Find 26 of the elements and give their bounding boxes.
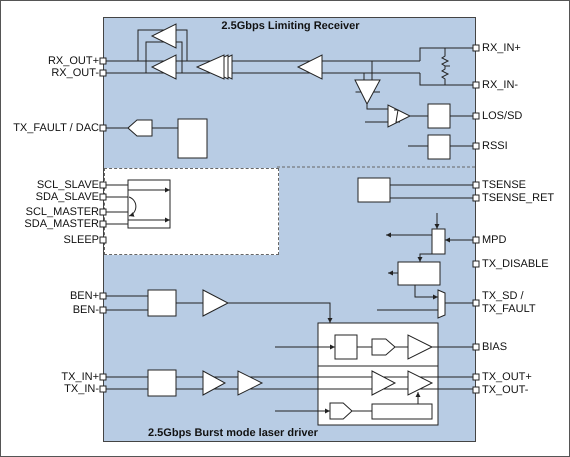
pin-label: MPD: [482, 234, 506, 246]
pin-label: TX_SD / TX_FAULT: [482, 290, 537, 316]
pin-label: SCL_SLAVE: [36, 178, 99, 192]
pin-label: BEN+: [70, 290, 99, 302]
pin-label: SDA_MASTER: [24, 218, 99, 230]
pin-label: TSENSE: [482, 178, 526, 192]
section-title: 2.5Gbps Burst mode laser driver: [148, 427, 318, 439]
pin-label: SCL_MASTER: [26, 206, 99, 218]
section-title: 2.5Gbps Limiting Receiver: [221, 20, 360, 32]
pin-label: RX_OUT+: [48, 54, 99, 68]
pin-label: TX_IN-: [64, 382, 99, 396]
pin-label: RX_IN+: [482, 42, 521, 54]
pin-label: SLEEP: [64, 234, 99, 246]
pin-label: SDA_SLAVE: [36, 190, 99, 204]
pin-label: BIAS: [482, 340, 508, 354]
pin-label: RSSI: [482, 140, 508, 152]
pin-label: TX_DISABLE: [482, 258, 549, 270]
pin-label: TX_OUT+: [482, 370, 532, 384]
pin-label: RX_IN-: [482, 78, 518, 92]
pin-label: TX_IN+: [61, 370, 99, 384]
pin-label: BEN-: [72, 304, 99, 316]
pin-label: LOS/SD: [482, 110, 522, 122]
pin-label: TSENSE_RET: [482, 192, 554, 204]
pin-label: TX_FAULT / DAC: [13, 122, 99, 134]
pin-label: TX_OUT-: [482, 384, 528, 396]
pin-label: RX_OUT-: [51, 66, 99, 80]
